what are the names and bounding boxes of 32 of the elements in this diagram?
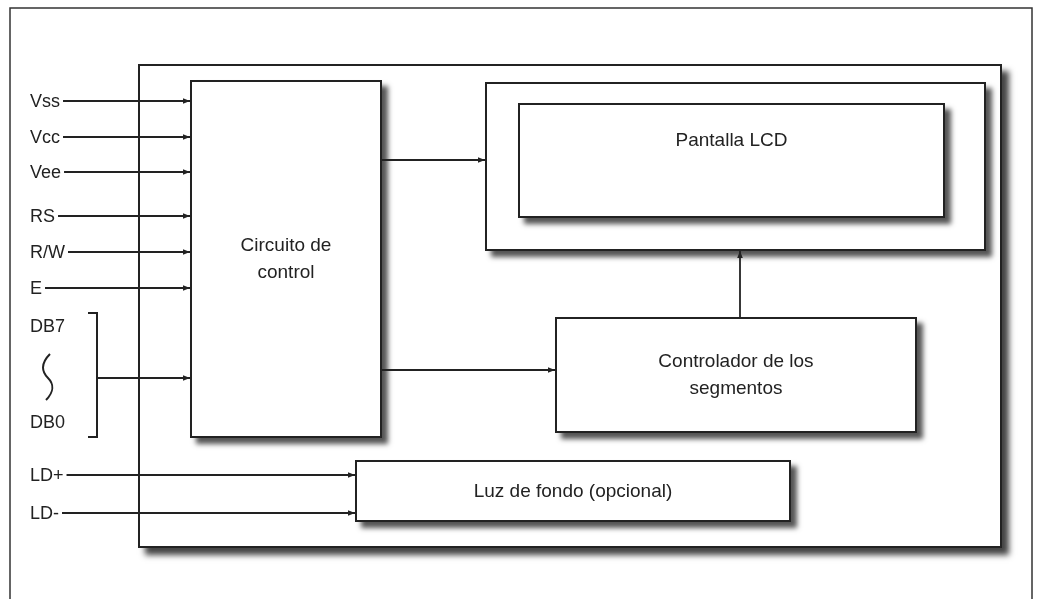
arrow (97, 375, 191, 381)
display-box (518, 103, 945, 218)
display-frame (485, 82, 986, 251)
arrow (65, 472, 356, 478)
module-outline (138, 64, 1002, 548)
pin-label: Vee (30, 160, 62, 184)
arrow (62, 134, 191, 140)
arrow (63, 169, 191, 175)
pin-label: RS (30, 204, 55, 228)
process-box (355, 460, 791, 522)
arrow (44, 285, 191, 291)
process-box (555, 317, 917, 433)
pin-label: Vcc (30, 125, 60, 149)
arrow (737, 250, 743, 318)
pin-label: LD+ (30, 463, 64, 487)
pin-label: LD- (30, 501, 59, 525)
box-label: Controlador de los segmentos (657, 349, 815, 400)
arrow (381, 157, 486, 163)
pin-label: E (30, 276, 42, 300)
pin-label: DB0 (30, 411, 65, 434)
process-box (190, 80, 382, 438)
pin-label: DB7 (30, 315, 65, 338)
box-label: Luz de fondo (opcional) (473, 478, 673, 503)
box-label: Circuito de control (239, 233, 333, 284)
pin-label: Vss (30, 89, 60, 113)
pin-label: R/W (30, 240, 65, 264)
arrow (61, 510, 356, 516)
arrow (67, 249, 191, 255)
arrow (381, 367, 556, 373)
arrow (57, 213, 191, 219)
arrow (62, 98, 191, 104)
box-label: Pantalla LCD (675, 128, 788, 152)
